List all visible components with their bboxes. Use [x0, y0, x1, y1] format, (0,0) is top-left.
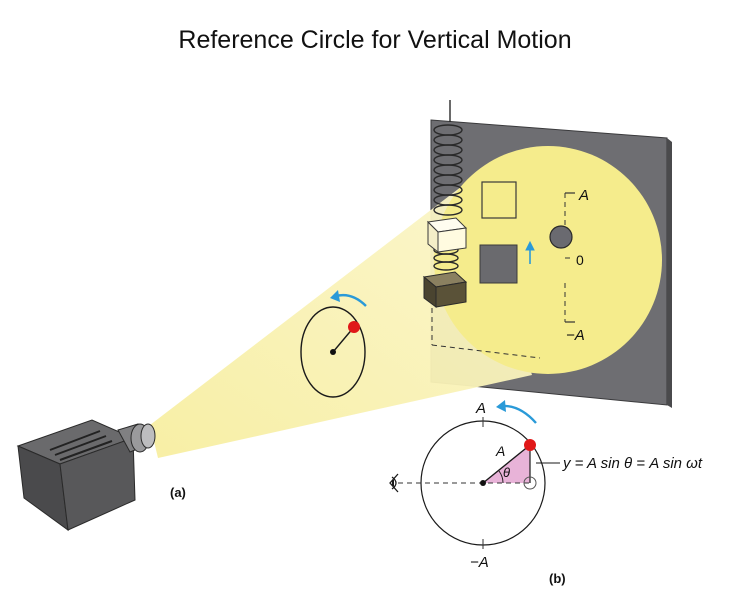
- shadow-ball: [549, 225, 573, 249]
- equation-label: y = A sin θ = A sin ωt: [562, 455, 703, 472]
- reference-circle-3d: [300, 306, 366, 398]
- reference-circle-2d: [398, 417, 560, 549]
- screen-label-zero: 0: [576, 252, 584, 268]
- red-ball-2d: [524, 439, 536, 451]
- red-ball-3d: [348, 321, 360, 333]
- screen-scale-ticks: [565, 192, 575, 323]
- projector-icon: [16, 419, 156, 532]
- angle-label: θ: [503, 465, 510, 480]
- dashed-guides: [431, 193, 570, 359]
- screen-label-bottom: −A: [566, 327, 585, 344]
- rotation-arrow-icon: [330, 290, 367, 307]
- panel-a-label: (a): [170, 485, 186, 500]
- screen-label-top: A: [578, 187, 589, 204]
- circle-label-top: A: [475, 400, 486, 417]
- rotation-arrow-icon: [496, 400, 537, 424]
- up-arrow-icon: [525, 240, 535, 264]
- shadow-square-lower: [479, 244, 518, 284]
- panel-b-label: (b): [549, 571, 566, 586]
- radius-label: A: [495, 443, 505, 459]
- eye-icon: [389, 473, 399, 493]
- diagram-title: Reference Circle for Vertical Motion: [178, 26, 572, 54]
- spring-icon: [433, 100, 463, 271]
- circle-label-bottom: −A: [470, 554, 489, 571]
- mass-block-lower: [422, 271, 468, 308]
- shadow-square-upper: [481, 181, 517, 219]
- light-spot: [434, 146, 662, 374]
- mass-block-upper: [426, 217, 468, 254]
